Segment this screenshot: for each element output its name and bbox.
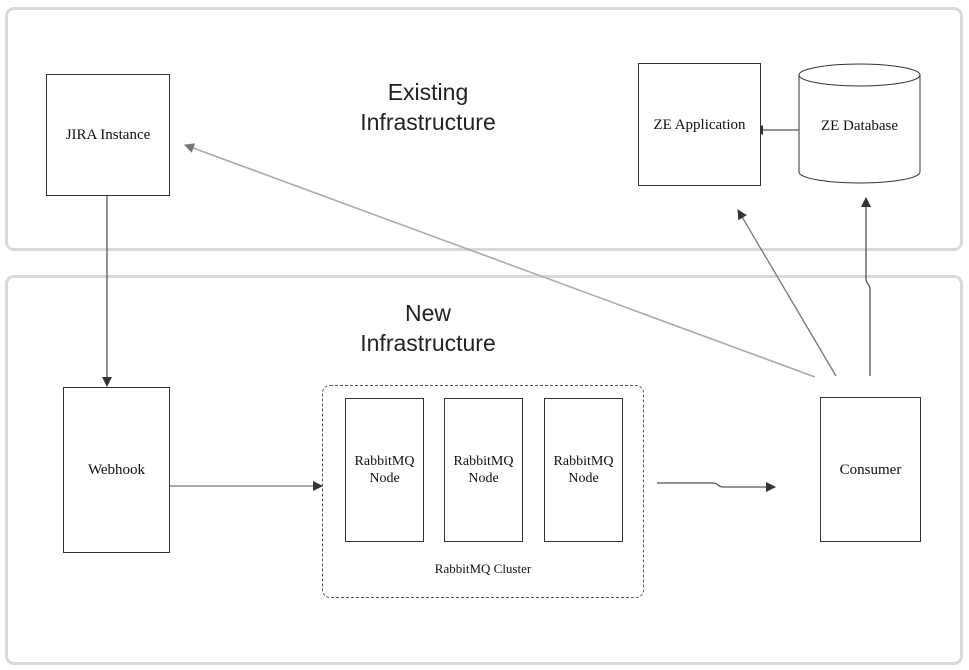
jira-instance-label: JIRA Instance [65,127,151,143]
consumer-label: Consumer [839,461,902,478]
jira-instance-box: JIRA Instance [46,74,170,196]
existing-infrastructure-title: Existing Infrastructure [360,79,496,135]
rabbitmq-node-label: RabbitMQ Node [453,454,514,486]
rabbitmq-node-label: RabbitMQ Node [553,454,614,486]
ze-database-label: ZE Database [820,118,899,134]
new-infrastructure-title: New Infrastructure [360,300,496,356]
ze-application-box: ZE Application [638,63,761,186]
rabbitmq-node-2: RabbitMQ Node [444,398,523,542]
rabbitmq-cluster-frame [322,385,644,598]
consumer-box: Consumer [820,397,921,542]
rabbitmq-node-label: RabbitMQ Node [354,454,415,486]
ze-application-label: ZE Application [653,116,746,133]
webhook-box: Webhook [63,387,170,553]
arrow-consumer-to-database [861,197,871,376]
ze-database-cylinder [798,63,921,184]
rabbitmq-node-1: RabbitMQ Node [345,398,424,542]
webhook-label: Webhook [87,462,146,478]
rabbitmq-cluster-label: RabbitMQ Cluster [434,561,532,576]
rabbitmq-node-3: RabbitMQ Node [544,398,623,542]
arrow-consumer-to-application [737,209,837,377]
arrow-cluster-to-consumer [657,482,776,492]
arrow-consumer-to-jira [184,143,816,378]
